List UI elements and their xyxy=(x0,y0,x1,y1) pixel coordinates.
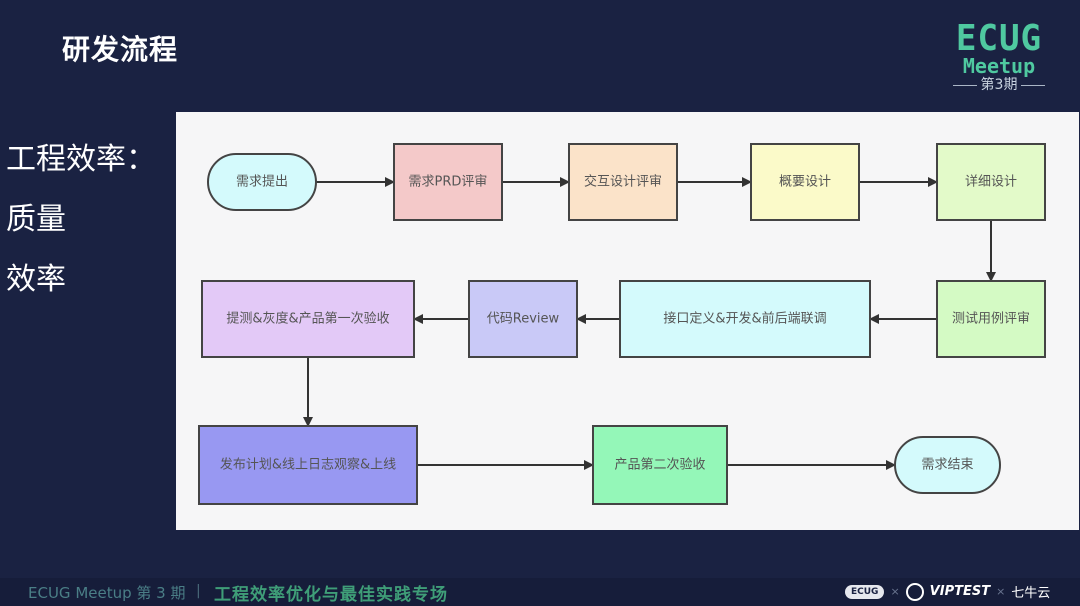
flow-node-label: 提测&灰度&产品第一次验收 xyxy=(226,311,389,327)
flowchart-panel: 需求提出 需求PRD评审 交互设计评审 概要设计 详细设计测试用例评审 接口定义&开发&前… xyxy=(176,112,1079,530)
flow-node-label: 需求提出 xyxy=(236,174,288,190)
flow-node-shape xyxy=(393,143,503,221)
logo-line-left xyxy=(952,84,977,86)
side-text-quality: 质量 xyxy=(6,202,66,237)
flow-node-label: 产品第二次验收 xyxy=(614,457,705,473)
ecug-badge-logo: ECUG xyxy=(845,584,885,599)
flow-node-label: 接口定义&开发&前后端联调 xyxy=(663,311,826,327)
flow-node-n11: 产品第二次验收 xyxy=(592,425,728,505)
flow-node-shape xyxy=(198,425,418,505)
viptest-logo-text: VIPTEST xyxy=(929,584,991,599)
flow-node-label: 发布计划&线上日志观察&上线 xyxy=(220,457,396,473)
ecug-meetup-logo: ECUG Meetup 第3期 xyxy=(944,18,1054,94)
footer-bar: ECUG Meetup 第 3 期 | 工程效率优化与最佳实践专场 ECUG ×… xyxy=(0,578,1080,606)
logo-ecug-text: ECUG xyxy=(955,18,1043,59)
flow-node-n8: 代码Review xyxy=(468,280,578,358)
footer-separator: | xyxy=(196,583,201,599)
flow-node-label: 代码Review xyxy=(487,312,560,327)
flow-node-n6: 测试用例评审 xyxy=(936,280,1046,358)
flow-node-label: 测试用例评审 xyxy=(952,312,1030,327)
flow-node-label: 概要设计 xyxy=(779,175,831,190)
flow-node-label: 详细设计 xyxy=(965,175,1017,190)
flow-node-n4: 概要设计 xyxy=(750,143,860,221)
flow-node-shape xyxy=(894,436,1001,494)
flow-node-n5: 详细设计 xyxy=(936,143,1046,221)
flow-node-shape xyxy=(619,280,871,358)
qiniu-logo-text: 七牛云 xyxy=(1011,586,1051,601)
flow-node-n10: 发布计划&线上日志观察&上线 xyxy=(198,425,418,505)
flow-node-shape xyxy=(201,280,415,358)
logo-line-right xyxy=(1021,84,1046,86)
flow-node-label: 需求结束 xyxy=(921,458,973,473)
side-text-efficiency-heading: 工程效率： xyxy=(6,142,156,177)
flow-node-shape xyxy=(207,153,317,211)
flow-node-shape xyxy=(592,425,728,505)
flow-node-label: 需求PRD评审 xyxy=(409,175,488,190)
flow-node-shape xyxy=(936,143,1046,221)
footer-event: ECUG Meetup 第 3 期 xyxy=(28,584,186,602)
flow-node-shape xyxy=(468,280,578,358)
times-sign: × xyxy=(996,585,1006,598)
flow-node-shape xyxy=(568,143,678,221)
sponsor-logos: ECUG × VIPTEST × 七牛云 xyxy=(845,582,1050,601)
side-text-efficiency: 效率 xyxy=(6,262,66,297)
flow-node-n1: 需求提出 xyxy=(207,153,317,211)
flow-node-shape xyxy=(750,143,860,221)
viptest-logo-icon xyxy=(905,582,924,601)
flow-node-label: 交互设计评审 xyxy=(584,174,662,190)
logo-meetup-text: Meetup xyxy=(962,54,1036,78)
flow-node-n12: 需求结束 xyxy=(894,436,1001,494)
slide-title: 研发流程 xyxy=(62,33,179,66)
times-sign: × xyxy=(890,585,900,598)
flow-node-n3: 交互设计评审 xyxy=(568,143,678,221)
flow-node-n2: 需求PRD评审 xyxy=(393,143,503,221)
logo-issue-text: 第3期 xyxy=(980,77,1018,93)
flow-node-n9: 提测&灰度&产品第一次验收 xyxy=(201,280,415,358)
flow-node-shape xyxy=(936,280,1046,358)
logo-issue: 第3期 xyxy=(944,76,1054,94)
footer-topic: 工程效率优化与最佳实践专场 xyxy=(214,585,448,605)
flow-node-n7: 接口定义&开发&前后端联调 xyxy=(619,280,871,358)
